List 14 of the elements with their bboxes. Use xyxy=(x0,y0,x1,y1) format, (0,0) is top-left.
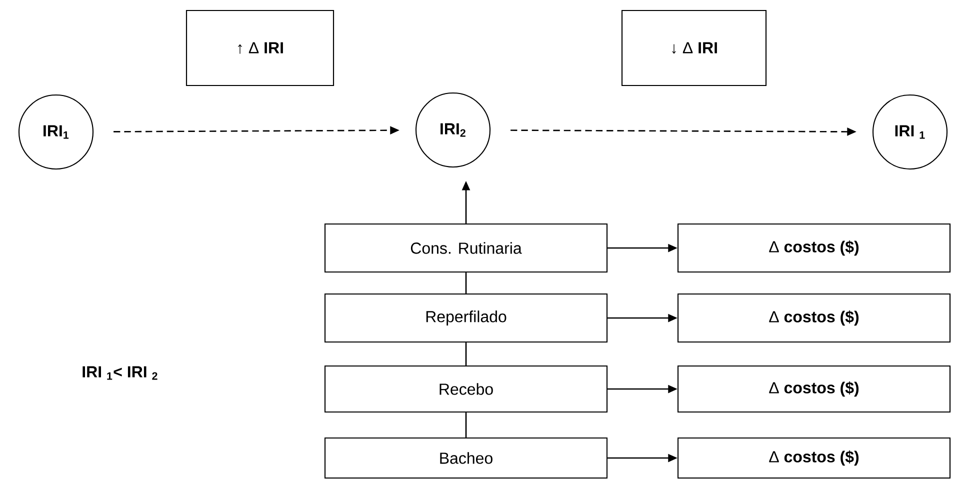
connector-line xyxy=(465,412,467,438)
inequality-label: IRI $_{1}$< IRI $_{2}$ xyxy=(82,366,158,380)
activity-box: Reperfilado xyxy=(324,293,608,343)
cost-box: Δ costos ($) xyxy=(677,365,951,413)
cost-box: Δ costos ($) xyxy=(677,437,951,479)
activity-box: Recebo xyxy=(324,365,608,413)
delta-box: ↓ Δ IRI xyxy=(621,10,767,86)
connector-line xyxy=(465,342,467,366)
connector-line xyxy=(465,272,467,294)
cost-box: Δ costos ($) xyxy=(677,223,951,273)
cost-box: Δ costos ($) xyxy=(677,293,951,343)
delta-box: ↑ Δ IRI xyxy=(186,10,334,86)
activity-box: Cons. Rutinaria xyxy=(324,223,608,273)
activity-box: Bacheo xyxy=(324,437,608,479)
